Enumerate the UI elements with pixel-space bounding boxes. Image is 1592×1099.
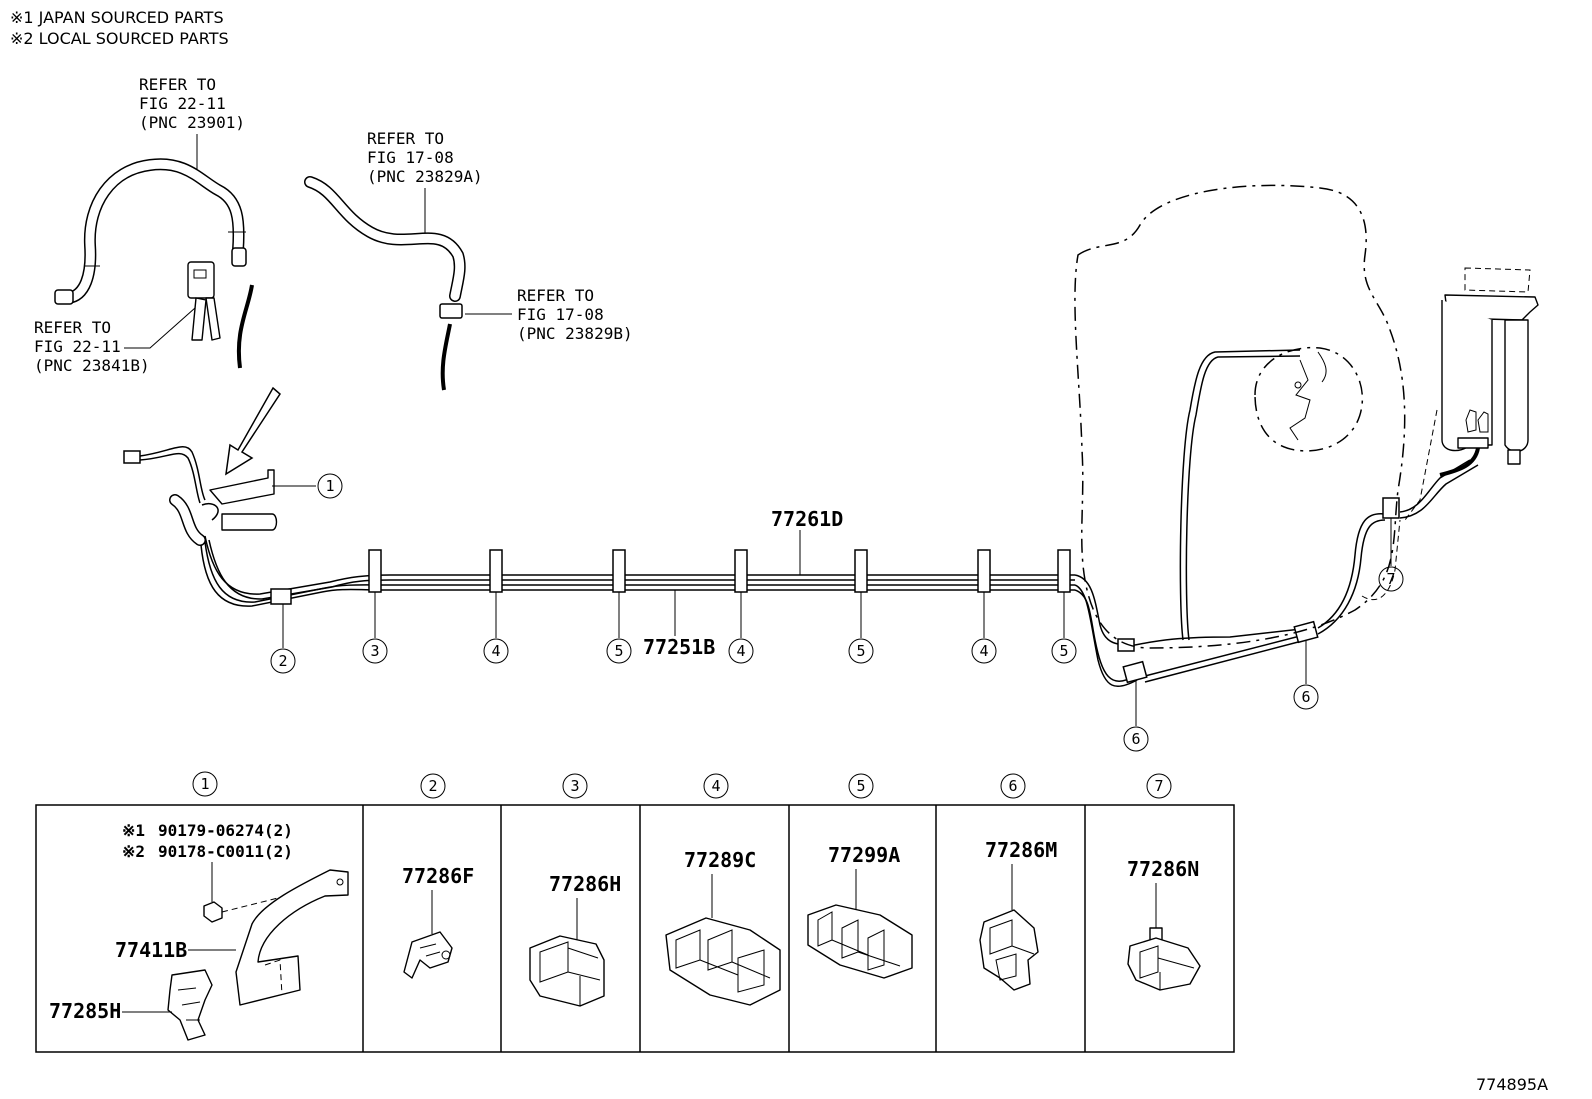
fuel-tank-outline bbox=[1074, 184, 1406, 649]
svg-text:3: 3 bbox=[370, 642, 379, 660]
note-japan-sourced: ※1 JAPAN SOURCED PARTS bbox=[10, 8, 224, 27]
table-cell-7: 77286N bbox=[1127, 857, 1201, 991]
svg-text:REFER TO: REFER TO bbox=[34, 318, 111, 337]
table-cell-6: 77286M bbox=[979, 838, 1057, 991]
reference-label-23841b: REFER TO FIG 22-11 (PNC 23841B) bbox=[34, 307, 196, 375]
svg-text:77286H: 77286H bbox=[549, 872, 621, 896]
svg-text:77286F: 77286F bbox=[402, 864, 474, 888]
svg-text:5: 5 bbox=[856, 777, 865, 795]
table-header-6: 6 bbox=[1000, 773, 1026, 799]
svg-text:77289C: 77289C bbox=[684, 848, 756, 872]
svg-text:FIG 17-08: FIG 17-08 bbox=[517, 305, 604, 324]
svg-text:77286N: 77286N bbox=[1127, 857, 1199, 881]
svg-text:90179-06274(2): 90179-06274(2) bbox=[158, 821, 293, 840]
svg-text:5: 5 bbox=[614, 642, 623, 660]
callout-4: 4 bbox=[483, 638, 509, 664]
callout-2: 2 bbox=[270, 648, 296, 674]
svg-text:6: 6 bbox=[1008, 777, 1017, 795]
svg-text:77286M: 77286M bbox=[985, 838, 1057, 862]
reference-label-23829a: REFER TO FIG 17-08 (PNC 23829A) bbox=[367, 129, 483, 236]
svg-text:(PNC 23841B): (PNC 23841B) bbox=[34, 356, 150, 375]
fuel-tube-pair bbox=[200, 447, 1480, 688]
table-header-4: 4 bbox=[703, 773, 729, 799]
table-cell-5: 77299A bbox=[807, 843, 913, 979]
callouts-main: 1 2 3 4 5 4 5 4 5 6 6 7 bbox=[270, 473, 1404, 752]
svg-text:FIG 22-11: FIG 22-11 bbox=[139, 94, 226, 113]
table-cell-1: ※1 90179-06274(2) ※2 90178-C0011(2) 7741… bbox=[49, 821, 349, 1041]
figure-id: 774895A bbox=[1476, 1075, 1548, 1094]
svg-text:6: 6 bbox=[1131, 730, 1140, 748]
callout-1: 1 bbox=[317, 473, 343, 499]
svg-text:REFER TO: REFER TO bbox=[517, 286, 594, 305]
svg-text:4: 4 bbox=[491, 642, 500, 660]
part-number-tube-lower: 77251B bbox=[643, 635, 715, 659]
reference-label-23901: REFER TO FIG 22-11 (PNC 23901) bbox=[139, 75, 245, 180]
charcoal-canister bbox=[1404, 267, 1539, 521]
parts-detail-table: 1 2 3 4 5 6 7 ※1 90179-06274(2) ※2 90178… bbox=[35, 771, 1235, 1053]
svg-text:77411B: 77411B bbox=[115, 938, 187, 962]
hose-segment-left bbox=[236, 284, 254, 369]
table-header-5: 5 bbox=[848, 773, 874, 799]
callout-5: 5 bbox=[1051, 638, 1077, 664]
svg-text:REFER TO: REFER TO bbox=[367, 129, 444, 148]
svg-text:FIG 22-11: FIG 22-11 bbox=[34, 337, 121, 356]
svg-text:2: 2 bbox=[428, 777, 437, 795]
callout-6: 6 bbox=[1293, 684, 1319, 710]
reference-label-23829b: REFER TO FIG 17-08 (PNC 23829B) bbox=[465, 286, 633, 343]
svg-text:77285H: 77285H bbox=[49, 999, 121, 1023]
svg-text:77299A: 77299A bbox=[828, 843, 900, 867]
tube-connector-assembly bbox=[123, 446, 278, 546]
view-direction-arrow bbox=[225, 386, 281, 476]
svg-text:6: 6 bbox=[1301, 688, 1310, 706]
callout-4: 4 bbox=[971, 638, 997, 664]
tube-clips bbox=[270, 497, 1400, 684]
svg-text:REFER TO: REFER TO bbox=[139, 75, 216, 94]
callout-5: 5 bbox=[606, 638, 632, 664]
svg-text:7: 7 bbox=[1154, 777, 1163, 795]
svg-text:4: 4 bbox=[711, 777, 720, 795]
fuel-hose-23829a bbox=[304, 176, 466, 319]
svg-text:1: 1 bbox=[325, 477, 334, 495]
callout-5: 5 bbox=[848, 638, 874, 664]
table-header-7: 7 bbox=[1146, 773, 1172, 799]
svg-text:(PNC 23829B): (PNC 23829B) bbox=[517, 324, 633, 343]
svg-text:5: 5 bbox=[1059, 642, 1068, 660]
svg-text:(PNC 23829A): (PNC 23829A) bbox=[367, 167, 483, 186]
table-header-2: 2 bbox=[420, 773, 446, 799]
svg-text:(PNC 23901): (PNC 23901) bbox=[139, 113, 245, 132]
hose-segment-middle bbox=[440, 323, 452, 391]
svg-text:7: 7 bbox=[1386, 570, 1395, 588]
callout-7: 7 bbox=[1378, 566, 1404, 592]
svg-text:5: 5 bbox=[856, 642, 865, 660]
table-header-1: 1 bbox=[192, 771, 218, 797]
callout-6: 6 bbox=[1123, 726, 1149, 752]
table-cell-3: 77286H bbox=[529, 872, 621, 1007]
callout-leaders bbox=[272, 485, 1392, 726]
callout-3: 3 bbox=[362, 638, 388, 664]
table-header-3: 3 bbox=[562, 773, 588, 799]
part-number-tube-upper: 77261D bbox=[771, 507, 843, 531]
svg-text:2: 2 bbox=[278, 652, 287, 670]
svg-text:FIG 17-08: FIG 17-08 bbox=[367, 148, 454, 167]
svg-text:4: 4 bbox=[736, 642, 745, 660]
hose-connector-23841b bbox=[187, 261, 221, 341]
table-cell-4: 77289C bbox=[665, 848, 781, 1006]
note-local-sourced: ※2 LOCAL SOURCED PARTS bbox=[10, 29, 229, 48]
svg-text:4: 4 bbox=[979, 642, 988, 660]
table-cell-2: 77286F bbox=[402, 864, 474, 979]
svg-text:90178-C0011(2): 90178-C0011(2) bbox=[158, 842, 293, 861]
svg-text:3: 3 bbox=[570, 777, 579, 795]
svg-text:1: 1 bbox=[200, 775, 209, 793]
svg-text:※1: ※1 bbox=[122, 821, 145, 840]
svg-text:※2: ※2 bbox=[122, 842, 145, 861]
callout-4: 4 bbox=[728, 638, 754, 664]
fuel-vapor-hose-23901 bbox=[54, 158, 247, 305]
